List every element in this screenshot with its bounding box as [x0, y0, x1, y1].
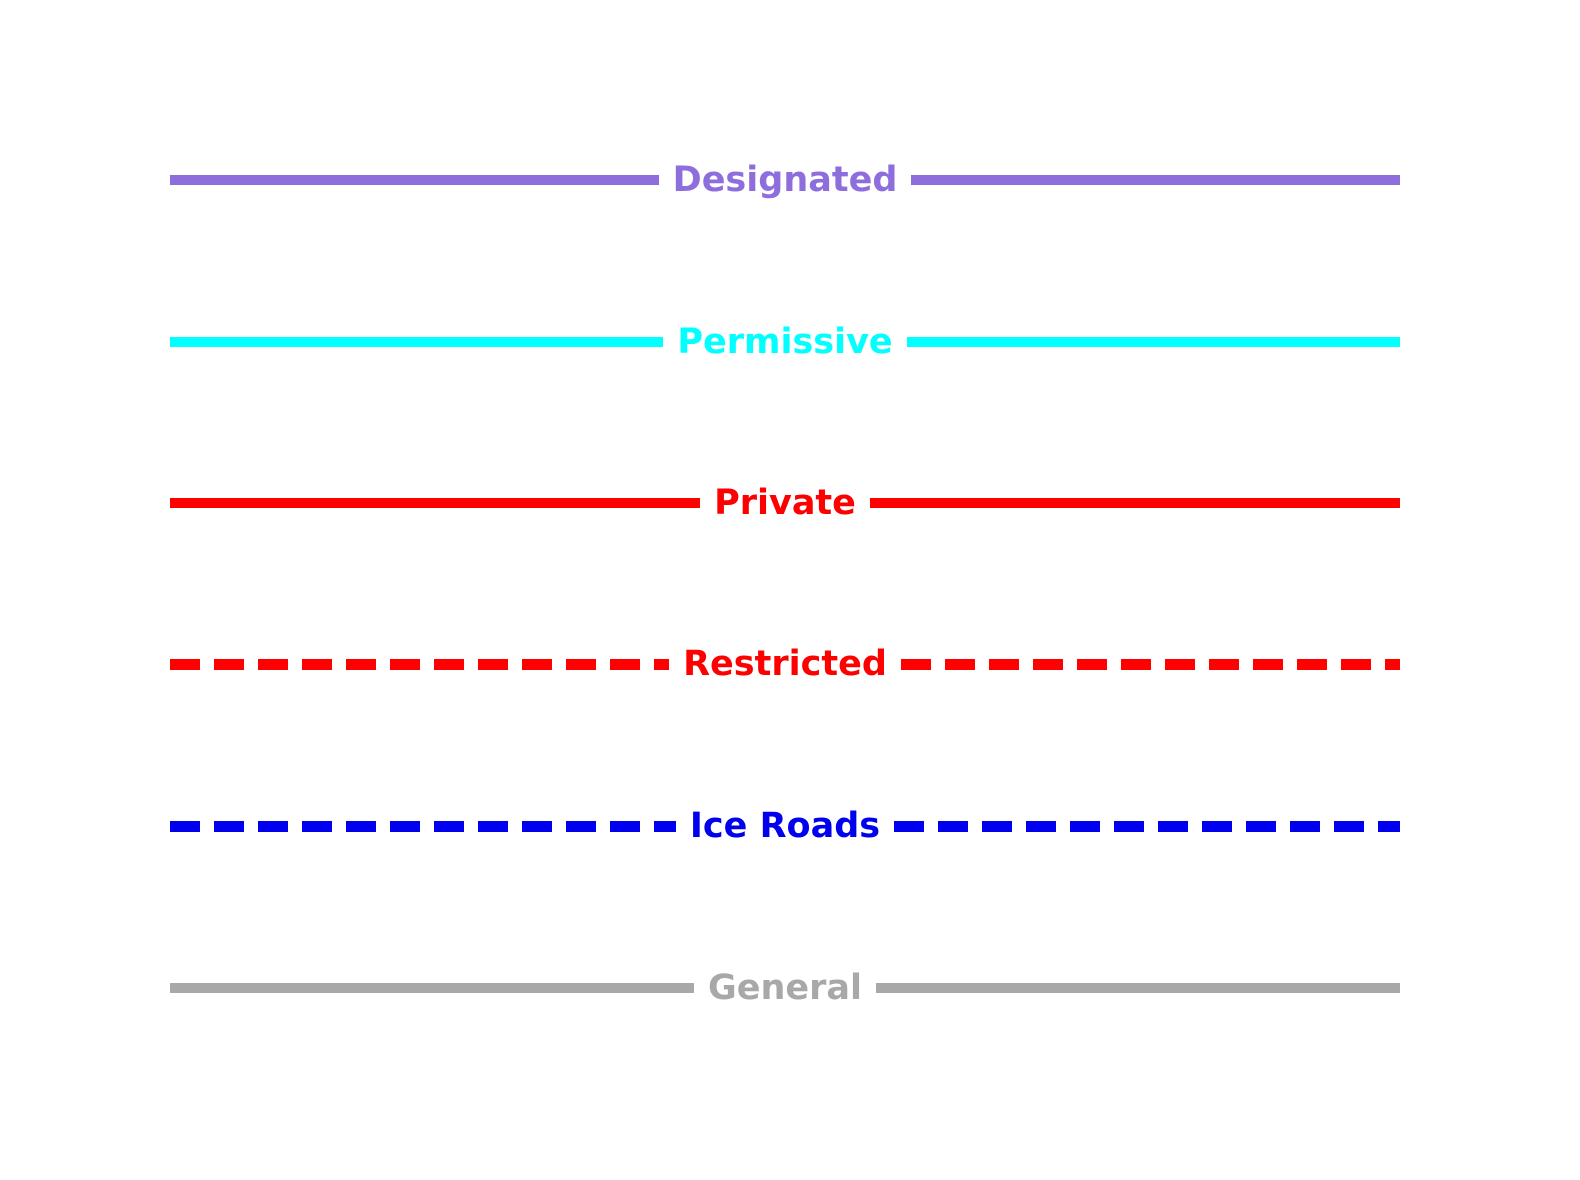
- legend-line-sample-right: [911, 175, 1401, 185]
- legend-line-sample-left: [170, 498, 701, 508]
- legend-label: Designated: [672, 159, 898, 200]
- legend-line-sample-left: [170, 983, 694, 993]
- legend-line-sample-left: [170, 337, 664, 347]
- legend-label: Permissive: [677, 321, 893, 362]
- legend-row: Permissive: [170, 312, 1400, 372]
- legend-label: Private: [714, 482, 856, 523]
- legend-label: General: [708, 967, 862, 1008]
- legend-line-sample-right: [900, 658, 1400, 670]
- legend-label: Ice Roads: [689, 805, 881, 846]
- legend-row: Ice Roads: [170, 796, 1401, 856]
- legend-row: Restricted: [170, 634, 1400, 694]
- legend-line-sample-right: [869, 498, 1400, 508]
- legend-line-sample-left: [170, 820, 676, 832]
- legend-label: Restricted: [683, 643, 887, 684]
- legend-line-sample-right: [906, 337, 1400, 347]
- legend-line-sample-left: [170, 175, 659, 185]
- legend-row: General: [170, 958, 1400, 1018]
- legend-row: Private: [170, 473, 1400, 533]
- legend-line-sample-left: [170, 658, 670, 670]
- legend-line-sample-right: [894, 820, 1401, 832]
- legend-row: Designated: [170, 150, 1401, 210]
- legend-line-sample-right: [876, 983, 1400, 993]
